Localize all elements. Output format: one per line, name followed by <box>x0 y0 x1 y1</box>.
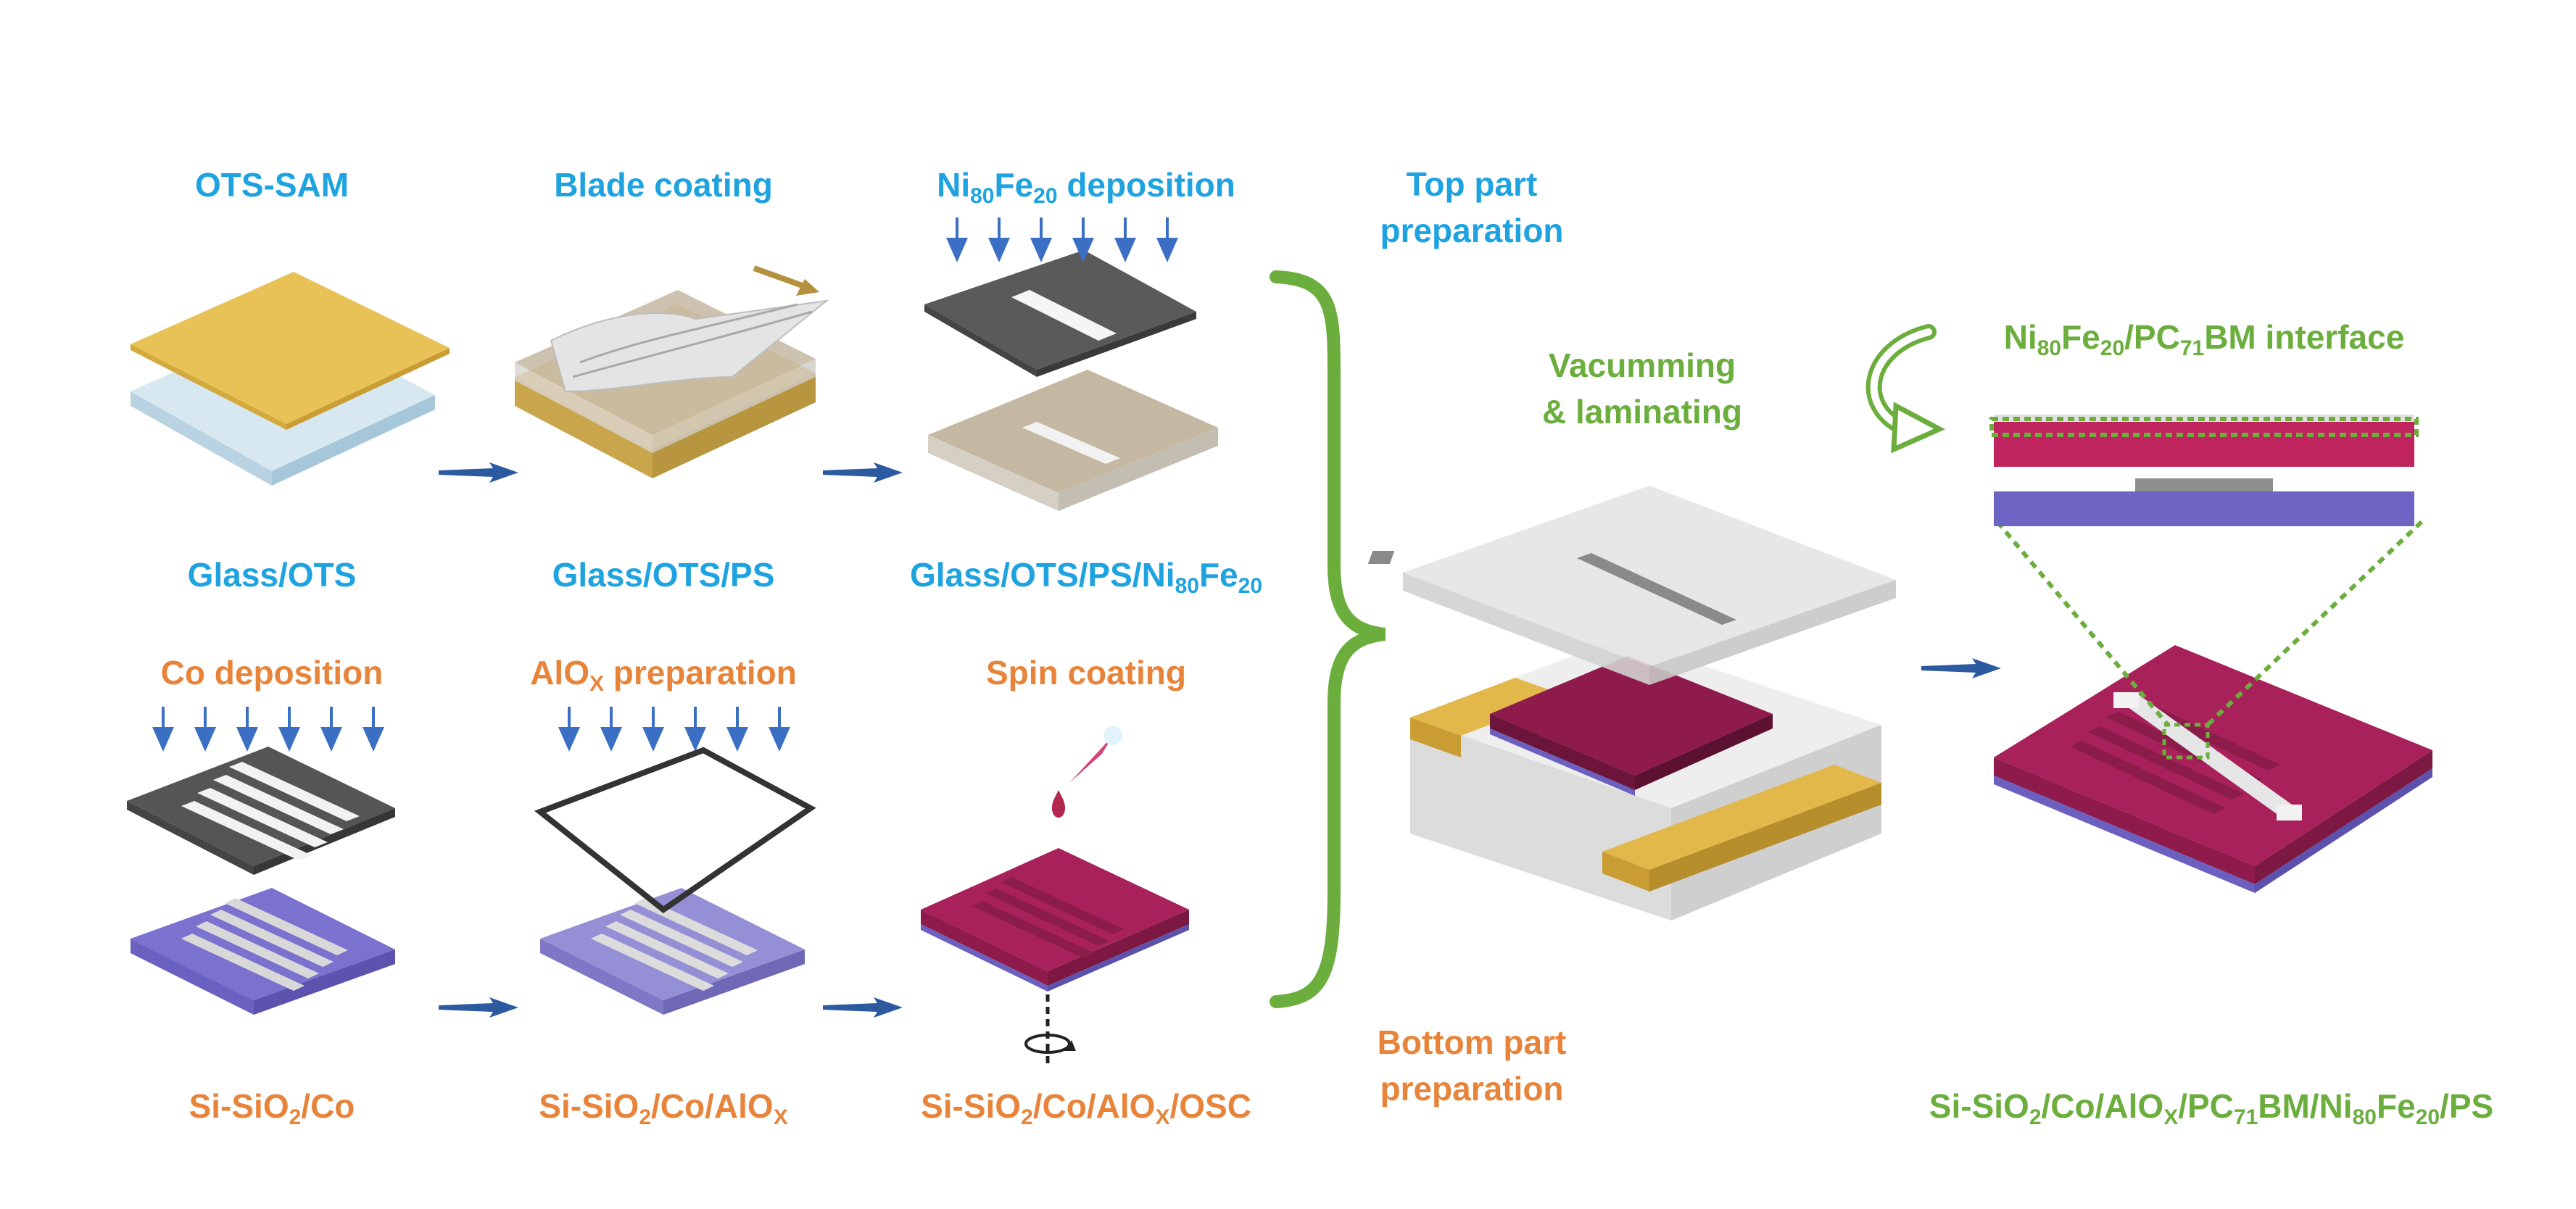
lamination-assembly <box>1367 486 1896 921</box>
alox-preparation-title: AlOX preparation <box>530 654 797 696</box>
blade-direction-arrow <box>753 265 819 296</box>
co-deposition-assembly <box>127 747 395 1015</box>
deposition-arrows-top <box>946 217 1178 262</box>
interface-title: Ni80Fe20/PC71BM interface <box>2003 318 2405 360</box>
down-arrow-icon <box>600 707 622 752</box>
si-sio2-co-alox-caption: Si-SiO2/Co/AlOX <box>539 1087 788 1129</box>
glass-ots-substrate <box>131 272 450 486</box>
interface-cross-section <box>1989 415 2419 526</box>
down-arrow-icon <box>194 707 216 752</box>
down-arrow-icon <box>558 707 580 752</box>
down-arrow-icon <box>1072 217 1094 262</box>
glass-ots-ps-caption: Glass/OTS/PS <box>552 556 775 594</box>
blade-coating-substrate <box>515 290 829 478</box>
down-arrow-icon <box>642 707 664 752</box>
blade-coating-title: Blade coating <box>554 166 773 204</box>
down-arrow-icon <box>1156 217 1178 262</box>
right-arrow-icon <box>439 462 518 483</box>
down-arrow-icon <box>1030 217 1052 262</box>
nife-deposition-assembly <box>924 250 1218 511</box>
down-arrow-icon <box>1114 217 1136 262</box>
zoom-line-left <box>1995 520 2170 726</box>
spin-coating-title: Spin coating <box>986 654 1186 691</box>
vacumming-laminating-title: Vacumming& laminating <box>1541 346 1743 431</box>
co-deposition-title: Co deposition <box>160 654 384 691</box>
right-arrow-icon <box>1921 658 2001 678</box>
right-arrow-icon <box>823 997 903 1018</box>
final-device <box>1994 645 2432 893</box>
brace <box>1270 270 1386 1008</box>
down-arrow-icon <box>236 707 258 752</box>
rotation-icon <box>1024 994 1076 1065</box>
dropper-icon <box>1051 726 1122 818</box>
down-arrow-icon <box>684 707 706 752</box>
zoom-line-right <box>2206 520 2424 727</box>
process-arrows <box>439 462 2001 1018</box>
si-sio2-co-alox-osc-caption: Si-SiO2/Co/AlOX/OSC <box>921 1087 1251 1129</box>
down-arrow-icon <box>726 707 748 752</box>
down-arrow-icon <box>946 217 968 262</box>
si-sio2-co-caption: Si-SiO2/Co <box>189 1087 355 1129</box>
deposition-arrows-alox <box>558 707 790 752</box>
spin-coating-assembly <box>921 848 1189 992</box>
final-stack-caption: Si-SiO2/Co/AlOX/PC71BM/Ni80Fe20/PS <box>1929 1087 2494 1129</box>
down-arrow-icon <box>152 707 174 752</box>
down-arrow-icon <box>278 707 300 752</box>
curved-arrow-icon <box>1865 324 1945 454</box>
nife-deposition-title: Ni80Fe20 deposition <box>937 166 1235 208</box>
glass-ots-ps-nife-caption: Glass/OTS/PS/Ni80Fe20 <box>909 556 1263 598</box>
ots-sam-title: OTS-SAM <box>194 166 349 204</box>
down-arrow-icon <box>320 707 342 752</box>
glass-ots-caption: Glass/OTS <box>187 556 357 594</box>
down-arrow-icon <box>769 707 790 752</box>
down-arrow-icon <box>363 707 384 752</box>
deposition-arrows-co <box>152 707 384 752</box>
down-arrow-icon <box>988 217 1010 262</box>
alox-preparation-assembly <box>534 747 816 1015</box>
right-arrow-icon <box>823 462 903 483</box>
right-arrow-icon <box>439 997 518 1018</box>
